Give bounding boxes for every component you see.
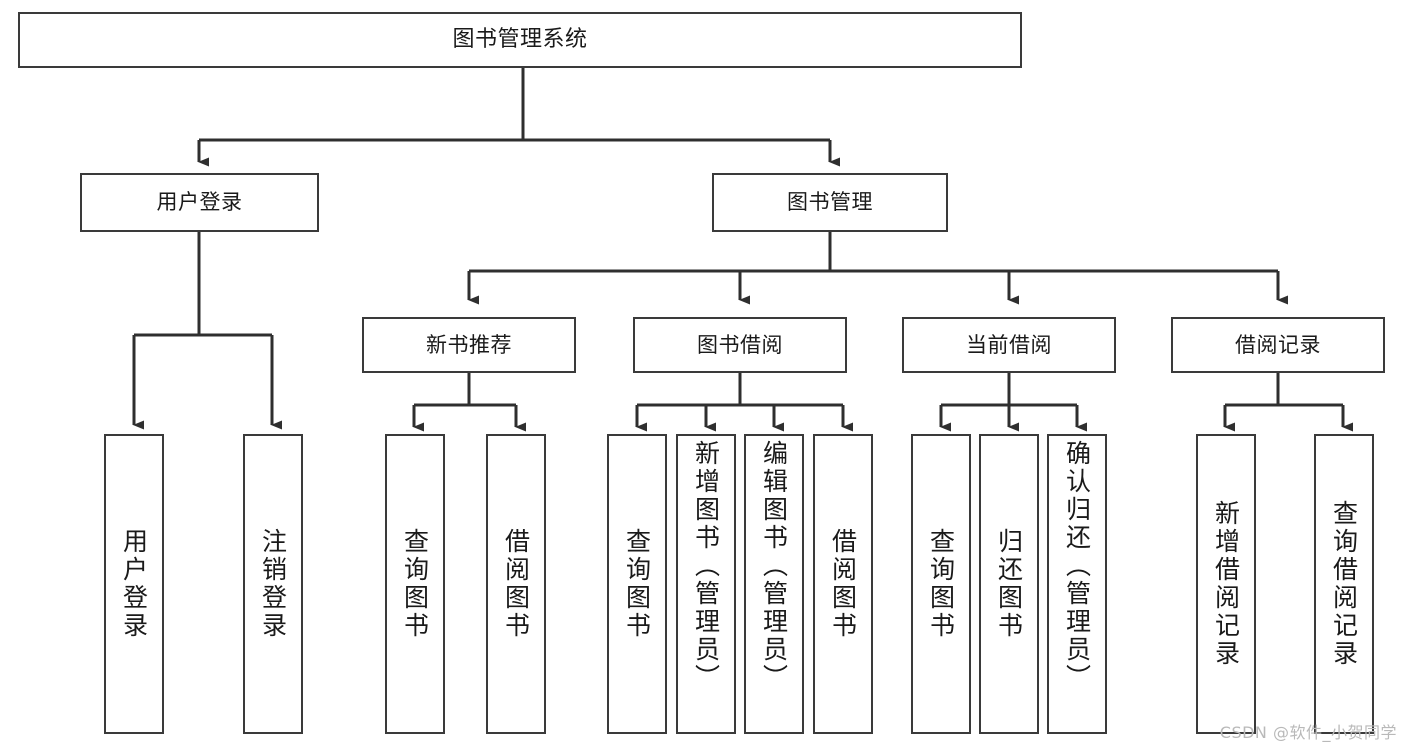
node-leaf-borrow-borrow-book[interactable]: 借阅图书 [813,434,873,734]
node-label: 借阅记录 [1235,332,1321,357]
node-label: 图书管理 [787,190,873,215]
node-label: 当前借阅 [966,332,1052,357]
node-label: 查询图书 [926,528,956,640]
node-label: 借阅图书 [501,528,531,640]
node-label: 新增借阅记录 [1211,500,1241,668]
node-label: 查询图书 [622,528,652,640]
node-leaf-current-query-book[interactable]: 查询图书 [911,434,971,734]
node-label: 注销登录 [258,528,288,640]
node-book-borrow[interactable]: 图书借阅 [633,317,847,373]
csdn-watermark: CSDN @软件_小贺同学 [1219,723,1397,742]
node-leaf-borrow-add-book[interactable]: 新增图书（管理员） [676,434,736,734]
node-user-login[interactable]: 用户登录 [80,173,319,232]
node-leaf-user-login[interactable]: 用户登录 [104,434,164,734]
node-label: 查询图书 [400,528,430,640]
node-current-borrow[interactable]: 当前借阅 [902,317,1116,373]
node-leaf-record-query-record[interactable]: 查询借阅记录 [1314,434,1374,734]
node-root-book-management-system[interactable]: 图书管理系统 [18,12,1022,68]
node-leaf-record-add-record[interactable]: 新增借阅记录 [1196,434,1256,734]
node-label: 用户登录 [156,190,243,215]
node-new-book-recommendation[interactable]: 新书推荐 [362,317,576,373]
node-label: 图书借阅 [697,332,783,357]
node-leaf-rec-borrow-book[interactable]: 借阅图书 [486,434,546,734]
node-leaf-borrow-edit-book[interactable]: 编辑图书（管理员） [744,434,804,734]
node-label: 图书管理系统 [452,27,588,53]
node-book-management[interactable]: 图书管理 [712,173,948,232]
node-leaf-current-confirm-return[interactable]: 确认归还（管理员） [1047,434,1107,734]
node-label: 查询借阅记录 [1329,500,1359,668]
node-borrow-record[interactable]: 借阅记录 [1171,317,1385,373]
node-label: 确认归还（管理员） [1062,440,1092,692]
node-label: 新书推荐 [426,332,512,357]
node-label: 借阅图书 [828,528,858,640]
node-label: 用户登录 [119,528,149,640]
node-label: 归还图书 [994,528,1024,640]
node-label: 新增图书（管理员） [691,440,721,692]
node-label: 编辑图书（管理员） [759,440,789,692]
node-leaf-current-return-book[interactable]: 归还图书 [979,434,1039,734]
node-leaf-user-logout[interactable]: 注销登录 [243,434,303,734]
node-leaf-rec-query-book[interactable]: 查询图书 [385,434,445,734]
node-leaf-borrow-query-book[interactable]: 查询图书 [607,434,667,734]
